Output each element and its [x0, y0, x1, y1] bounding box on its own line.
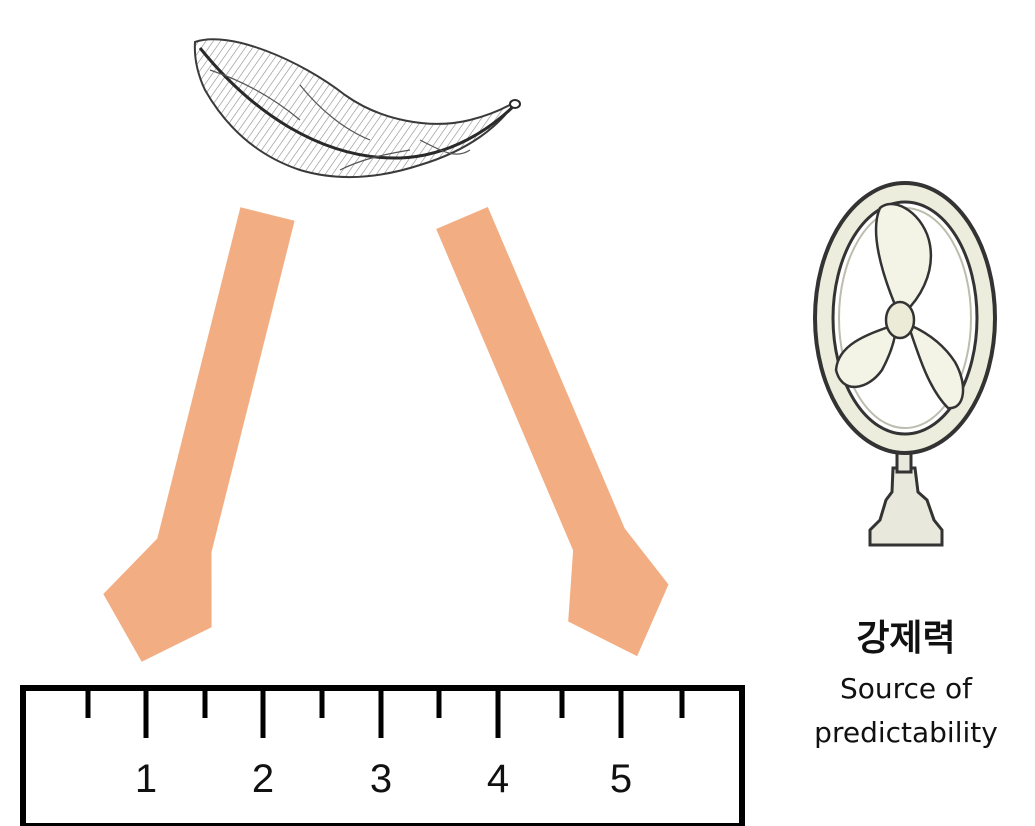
- ruler-ticks: [85, 688, 685, 738]
- left-arrow: [103, 207, 295, 662]
- feather-icon: [193, 38, 521, 179]
- caption-line-2: predictability: [814, 716, 998, 749]
- caption-title: 강제력: [856, 618, 955, 659]
- ruler-tick-label-2: 2: [252, 757, 274, 801]
- fan-icon: [813, 181, 997, 547]
- ruler: 1 2 3 4 5: [20, 685, 745, 826]
- caption-line-1: Source of: [840, 672, 973, 705]
- ruler-tick-label-4: 4: [487, 757, 509, 801]
- ruler-tick-label-5: 5: [610, 757, 632, 801]
- ruler-tick-label-1: 1: [135, 757, 157, 801]
- ruler-tick-label-3: 3: [370, 757, 392, 801]
- right-arrow: [436, 207, 669, 657]
